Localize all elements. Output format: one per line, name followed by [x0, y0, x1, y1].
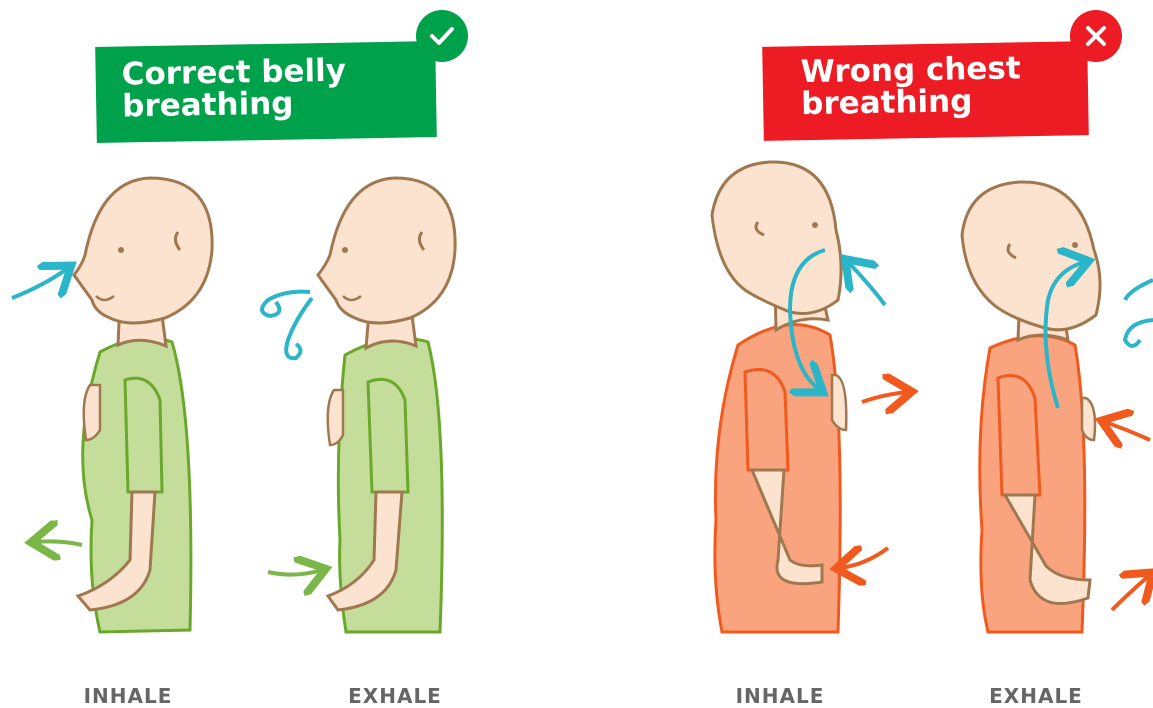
figure-wrong-exhale — [962, 182, 1153, 632]
label-wrong-exhale: EXHALE — [966, 684, 1106, 708]
label-correct-inhale: INHALE — [58, 684, 198, 708]
figure-wrong-inhale — [712, 162, 908, 632]
check-icon — [416, 10, 468, 62]
figure-correct-inhale — [12, 178, 212, 632]
correct-banner: Correct belly breathing — [95, 41, 437, 143]
wrong-title: Wrong chest breathing — [800, 51, 1101, 120]
wrong-banner: Wrong chest breathing — [762, 41, 1089, 141]
close-icon — [1070, 10, 1122, 62]
figure-correct-exhale — [262, 178, 455, 632]
label-correct-exhale: EXHALE — [325, 684, 465, 708]
label-wrong-inhale: INHALE — [710, 684, 850, 708]
correct-title: Correct belly breathing — [121, 53, 422, 122]
